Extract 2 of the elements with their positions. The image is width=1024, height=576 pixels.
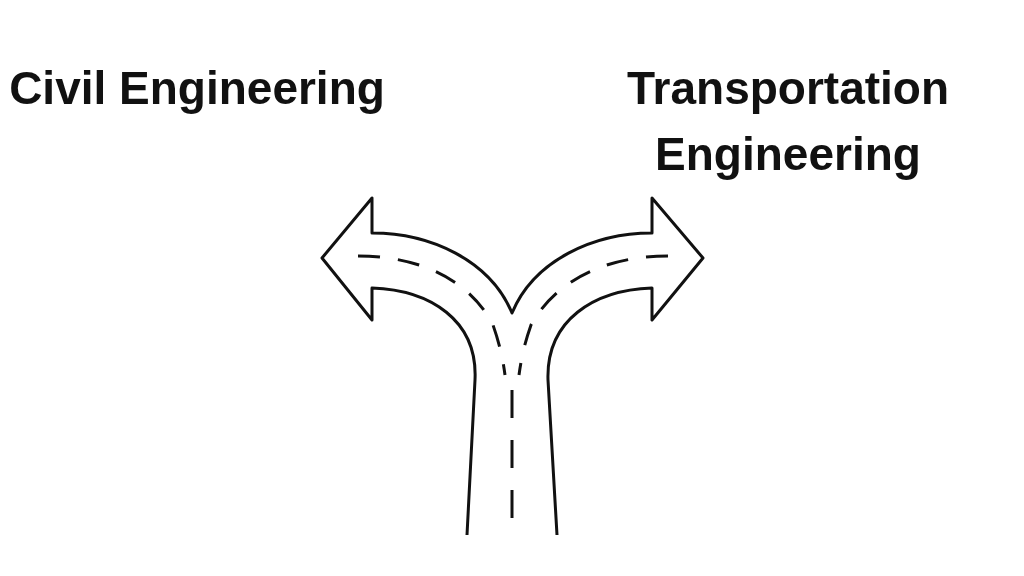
branch-title: Civil Engineering	[8, 61, 386, 116]
branch-title: Transportation Engineering	[626, 61, 950, 182]
